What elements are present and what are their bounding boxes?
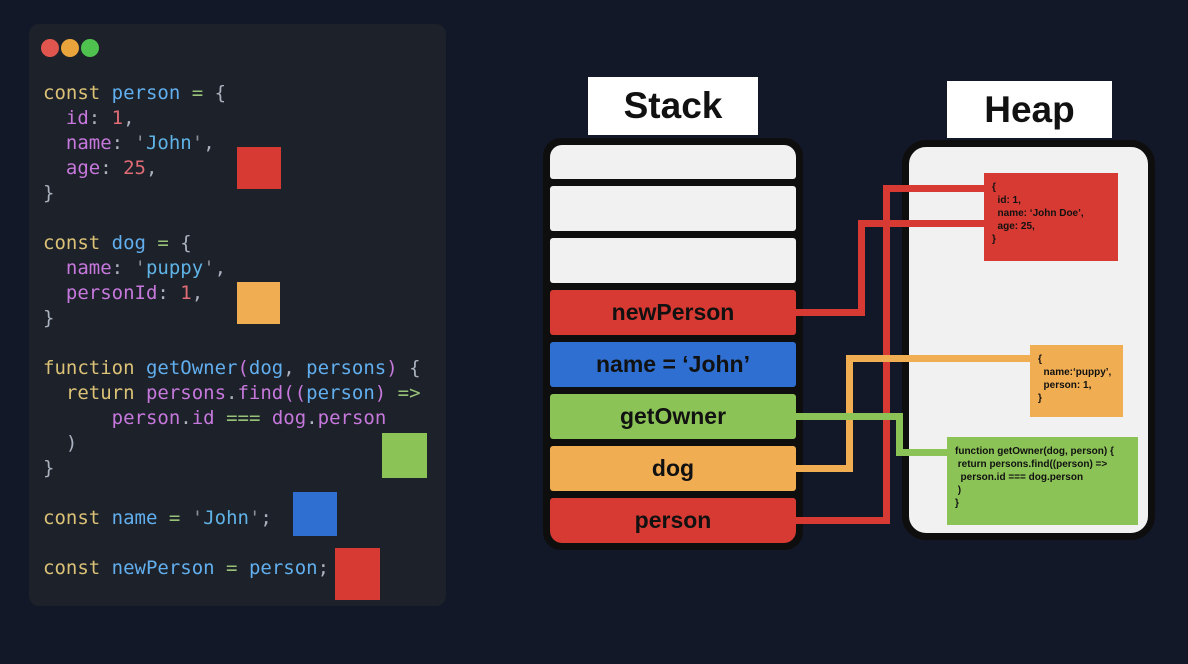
code-line: } <box>43 307 55 329</box>
newPerson-variable-marker <box>335 548 380 600</box>
connector-getOwner-to-function-segment-1 <box>795 413 903 420</box>
connector-dog-to-dog-object-segment-1 <box>795 465 853 472</box>
connector-getOwner-to-function-segment-3 <box>896 449 948 456</box>
connector-person-to-person-object-segment-3 <box>883 185 985 192</box>
stack-row-getOwner: getOwner <box>550 394 796 439</box>
dog-object-marker <box>237 282 280 324</box>
connector-person-to-person-object-segment-1 <box>795 517 890 524</box>
code-line: return persons.find((person) => <box>43 382 421 404</box>
stack-row-dog: dog <box>550 446 796 491</box>
window-controls <box>41 39 99 57</box>
stack-title: Stack <box>588 77 758 135</box>
code-line <box>43 331 421 356</box>
heap-box-person-object: { id: 1, name: ‘John Doe’, age: 25, } <box>984 173 1118 261</box>
getOwner-function-marker <box>382 433 427 478</box>
code-line: } <box>43 457 55 479</box>
minimize-icon[interactable] <box>61 39 79 57</box>
code-line: const dog = { <box>43 232 192 254</box>
code-line: person.id === dog.person <box>43 407 387 429</box>
stack-row-empty <box>550 238 796 283</box>
code-line: id: 1, <box>43 107 135 129</box>
connector-newPerson-to-person-object-segment-3 <box>858 220 985 227</box>
maximize-icon[interactable] <box>81 39 99 57</box>
connector-newPerson-to-person-object-segment-2 <box>858 220 865 316</box>
stack-row-empty <box>550 145 796 179</box>
heap-box-dog-object: { name:‘puppy’, person: 1, } <box>1030 345 1123 417</box>
stack-row-name-John: name = ‘John’ <box>550 342 796 387</box>
code-line: } <box>43 182 55 204</box>
code-line: age: 25, <box>43 157 158 179</box>
code-line: const name = 'John'; <box>43 507 272 529</box>
stack-row-newPerson: newPerson <box>550 290 796 335</box>
code-line: const newPerson = person; <box>43 557 330 579</box>
heap-title: Heap <box>947 81 1112 138</box>
code-line: const person = { <box>43 82 227 104</box>
stack-row-person: person <box>550 498 796 543</box>
code-line <box>43 206 421 231</box>
code-editor-window: const person = { id: 1, name: 'John', ag… <box>29 24 446 606</box>
connector-newPerson-to-person-object-segment-1 <box>795 309 865 316</box>
close-icon[interactable] <box>41 39 59 57</box>
code-line: personId: 1, <box>43 282 204 304</box>
code-line: ) <box>43 432 78 454</box>
heap-box-getOwner-function: function getOwner(dog, person) { return … <box>947 437 1138 525</box>
connector-person-to-person-object-segment-2 <box>883 185 890 524</box>
person-object-marker <box>237 147 281 189</box>
connector-dog-to-dog-object-segment-3 <box>846 355 1030 362</box>
code-line <box>43 481 421 506</box>
stack-row-empty <box>550 186 796 231</box>
code-line: name: 'John', <box>43 132 215 154</box>
code-line: function getOwner(dog, persons) { <box>43 357 421 379</box>
connector-getOwner-to-function-segment-2 <box>896 413 903 456</box>
code-line: name: 'puppy', <box>43 257 227 279</box>
code-block: const person = { id: 1, name: 'John', ag… <box>43 81 421 581</box>
name-variable-marker <box>293 492 337 536</box>
stack-container: newPerson name = ‘John’ getOwner dog person <box>543 138 803 550</box>
